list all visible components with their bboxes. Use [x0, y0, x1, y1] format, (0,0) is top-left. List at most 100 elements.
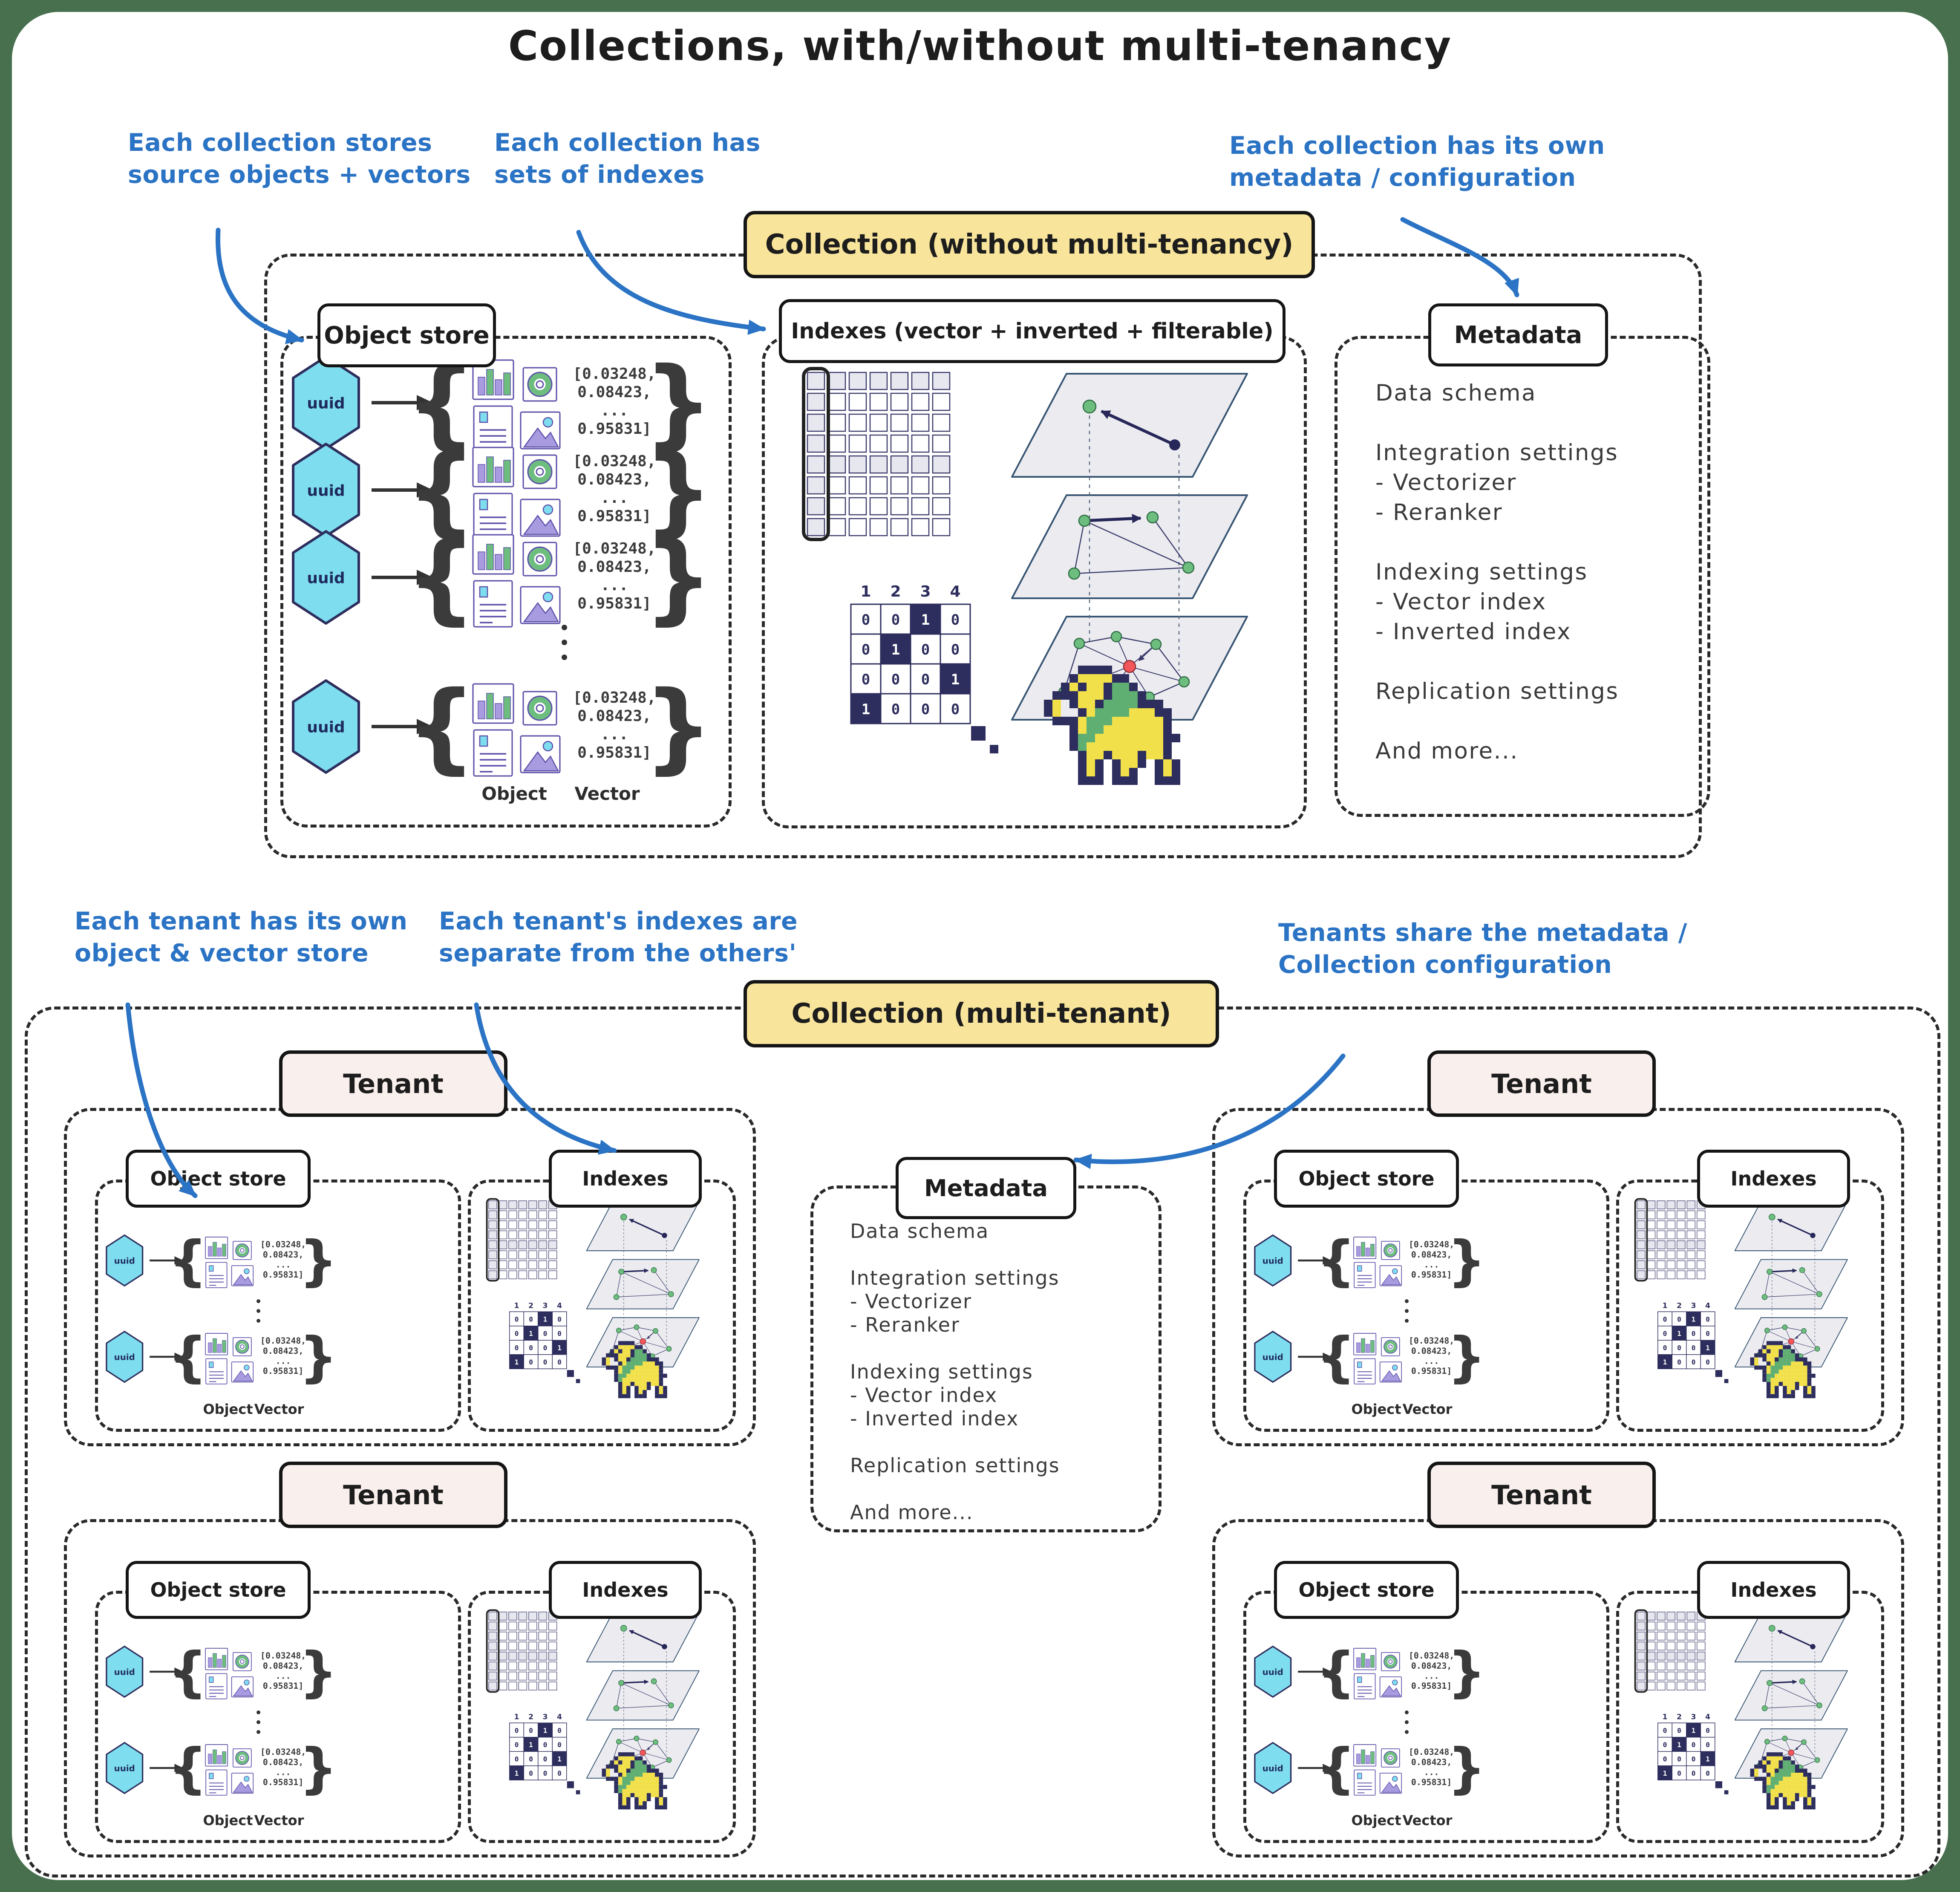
object-row-holder: uuid{}[0.03248,0.08423,...0.95831] — [1253, 1230, 1486, 1292]
close-brace: } — [299, 1326, 337, 1389]
vector-values: 0.95831] — [263, 1366, 303, 1376]
object-icons-cluster — [1353, 1648, 1402, 1699]
object-row: uuid{}[0.03248,0.08423,...0.95831] — [106, 1326, 337, 1389]
annotation-tenant-indexes: Each tenant's indexes are separate from … — [439, 907, 798, 968]
hexagon-uuid-icon — [106, 1645, 144, 1698]
svg-text:0: 0 — [557, 1315, 562, 1323]
object-row: uuid{}[0.03248,0.08423,...0.95831] — [106, 1641, 337, 1704]
svg-text:3: 3 — [1691, 1302, 1696, 1310]
close-brace: } — [1447, 1737, 1486, 1800]
object-row: uuid{}[0.03248,0.08423,...0.95831] — [292, 434, 713, 548]
tenant-object-store-label: Object store — [1274, 1150, 1459, 1208]
open-brace: { — [169, 1737, 207, 1800]
object-icons-cluster — [205, 1237, 254, 1288]
vector-values: 0.95831] — [577, 508, 651, 525]
svg-text:3: 3 — [920, 583, 931, 600]
vector-values: ... — [1424, 1356, 1439, 1366]
vector-values: 0.95831] — [263, 1777, 303, 1787]
object-row-holder: uuid{}[0.03248,0.08423,...0.95831] — [290, 522, 713, 635]
svg-text:1: 1 — [891, 641, 900, 658]
vector-values: [0.03248, — [573, 689, 656, 707]
svg-text:0: 0 — [543, 1769, 548, 1777]
object-store-box — [280, 336, 732, 828]
svg-text:0: 0 — [1692, 1330, 1696, 1338]
svg-text:0: 0 — [1706, 1769, 1710, 1777]
hexagon-uuid-icon — [1254, 1742, 1292, 1794]
object-icons-cluster — [472, 683, 561, 777]
vector-values: [0.03248, — [260, 1240, 306, 1249]
vector-values: ... — [600, 726, 628, 743]
object-row: uuid{}[0.03248,0.08423,...0.95831] — [106, 1230, 337, 1292]
lion-pixel-art-icon — [602, 1752, 667, 1810]
object-row: uuid{}[0.03248,0.08423,...0.95831] — [106, 1737, 337, 1800]
svg-text:0: 0 — [1692, 1769, 1696, 1777]
svg-text:0: 0 — [1677, 1755, 1681, 1763]
uuid-text: uuid — [307, 395, 345, 412]
object-row-holder: uuid{}[0.03248,0.08423,...0.95831] — [104, 1641, 337, 1704]
collection-single-badge: Collection (without multi-tenancy) — [744, 211, 1315, 278]
svg-text:0: 0 — [529, 1344, 533, 1352]
svg-text:1: 1 — [860, 583, 871, 600]
svg-text:2: 2 — [890, 583, 901, 600]
vector-values: ... — [600, 577, 628, 594]
svg-text:1: 1 — [1663, 1358, 1667, 1366]
vector-values: 0.95831] — [263, 1681, 303, 1691]
svg-text:0: 0 — [515, 1315, 519, 1323]
hexagon-uuid-icon — [106, 1330, 144, 1383]
svg-text:0: 0 — [921, 641, 930, 658]
tenant-indexes-label: Indexes — [1697, 1561, 1850, 1619]
svg-text:1: 1 — [557, 1344, 562, 1352]
vector-column-label: Vector — [1402, 1401, 1453, 1417]
svg-text:0: 0 — [543, 1741, 548, 1749]
svg-text:2: 2 — [528, 1302, 533, 1310]
object-store-label: Object store — [317, 303, 496, 367]
open-brace: { — [1317, 1230, 1355, 1292]
object-icons-cluster — [472, 447, 561, 540]
svg-text:1: 1 — [1692, 1315, 1696, 1323]
svg-text:1: 1 — [1663, 1302, 1668, 1310]
object-row-holder: uuid{}[0.03248,0.08423,...0.95831] — [104, 1326, 337, 1389]
svg-text:0: 0 — [1663, 1315, 1667, 1323]
vector-column-grid-icon — [1634, 1198, 1706, 1282]
svg-text:3: 3 — [1691, 1713, 1696, 1722]
svg-text:1: 1 — [515, 1769, 519, 1777]
vector-values: ... — [600, 489, 628, 507]
ellipsis-dots — [257, 1707, 260, 1737]
svg-text:1: 1 — [1663, 1769, 1667, 1777]
close-brace: } — [1447, 1326, 1486, 1389]
close-brace: } — [643, 522, 713, 635]
vector-values: 0.08423, — [1411, 1661, 1452, 1671]
vector-values: 0.95831] — [1411, 1681, 1452, 1691]
tenant-badge: Tenant — [1427, 1462, 1656, 1528]
lion-pixel-art-icon — [1750, 1752, 1816, 1810]
close-brace: } — [299, 1230, 337, 1292]
close-brace: } — [299, 1641, 337, 1704]
ellipsis-dots — [1405, 1296, 1409, 1326]
tenant-badge: Tenant — [279, 1462, 507, 1528]
hnsw-graph-layers-icon — [1011, 373, 1248, 721]
svg-text:2: 2 — [1677, 1302, 1682, 1310]
close-brace: } — [643, 434, 713, 548]
hexagon-uuid-icon — [106, 1742, 144, 1794]
object-row: uuid{}[0.03248,0.08423,...0.95831] — [1254, 1230, 1486, 1292]
lion-pixel-art-icon — [1750, 1341, 1816, 1399]
tenant-object-store-label: Object store — [126, 1150, 311, 1208]
vector-values: [0.03248, — [260, 1336, 306, 1346]
svg-text:1: 1 — [1692, 1726, 1696, 1734]
uuid-text: uuid — [307, 570, 345, 587]
hexagon-uuid-icon — [292, 679, 360, 774]
close-brace: } — [299, 1737, 337, 1800]
svg-text:0: 0 — [951, 641, 960, 658]
svg-text:0: 0 — [529, 1726, 533, 1734]
hexagon-uuid-icon — [1254, 1645, 1292, 1698]
tenant-indexes-label: Indexes — [549, 1150, 702, 1208]
object-column-label: Object — [481, 783, 547, 804]
object-icons-cluster — [1353, 1333, 1402, 1384]
close-brace: } — [643, 347, 713, 461]
tenant-badge: Tenant — [1427, 1050, 1656, 1117]
